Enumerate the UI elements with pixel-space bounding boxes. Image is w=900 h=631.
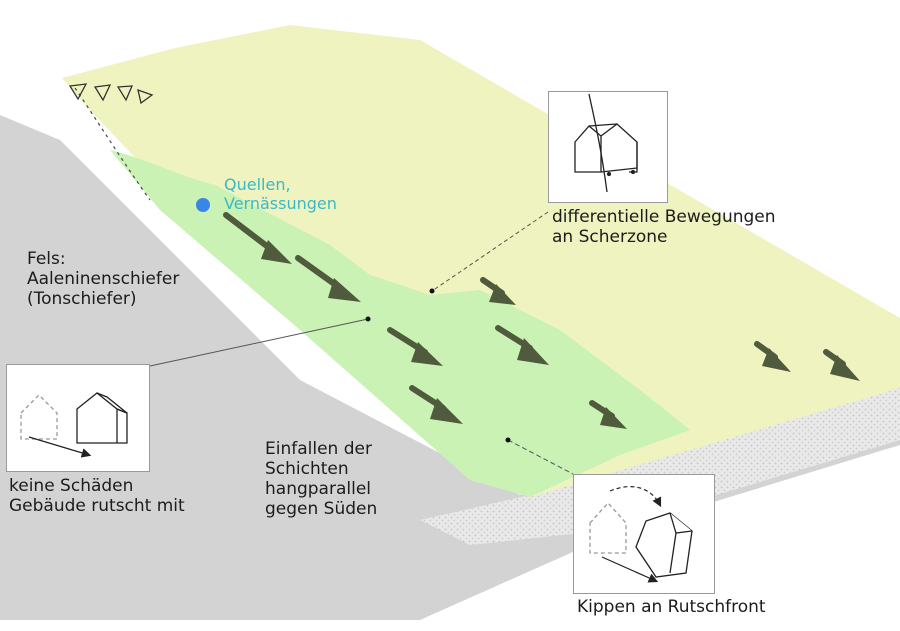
rock-front-face	[420, 385, 900, 545]
house-icon	[635, 512, 693, 578]
house-icon	[574, 123, 638, 177]
movement-arrows	[223, 212, 860, 429]
shear-line-icon	[588, 93, 608, 193]
scarp-triangle-icon	[68, 83, 154, 105]
spring-dot	[196, 198, 210, 212]
slope-surface	[62, 25, 900, 497]
movement-arrow-icon	[409, 385, 463, 424]
movement-arrow-icon	[589, 400, 627, 429]
leader-line-tilt	[507, 439, 574, 475]
movement-arrow-icon	[480, 277, 516, 305]
dip-label: Einfallen der Schichten hangparallel geg…	[265, 439, 378, 519]
inset-shear-zone	[548, 91, 668, 203]
house-icon	[589, 502, 627, 554]
house-icon	[76, 392, 128, 444]
leader-lines	[149, 211, 574, 475]
leader-line-nodamage	[149, 318, 369, 367]
inset-no-damage	[6, 364, 150, 472]
house-icon	[20, 394, 58, 440]
movement-arrow-icon	[601, 556, 659, 583]
movement-arrow-icon	[495, 325, 549, 365]
spring-label: Quellen, Vernässungen	[224, 175, 337, 213]
movement-arrow-icon	[28, 436, 92, 458]
shear-label: differentielle Bewegungen an Scherzone	[552, 207, 776, 247]
tilt-label: Kippen an Rutschfront	[577, 597, 766, 617]
movement-arrow-icon	[223, 212, 292, 264]
movement-arrow-icon	[295, 255, 361, 302]
movement-arrow-icon	[387, 327, 443, 366]
movement-arrow-icon	[754, 341, 791, 372]
movement-arrow-icon	[823, 349, 860, 381]
leader-line-shear	[431, 211, 549, 292]
scarp-line	[74, 87, 151, 201]
nodamage-label: keine Schäden Gebäude rutscht mit	[9, 476, 185, 516]
rock-label: Fels: Aaleninenschiefer (Tonschiefer)	[27, 249, 180, 309]
inset-tilting	[573, 474, 715, 594]
